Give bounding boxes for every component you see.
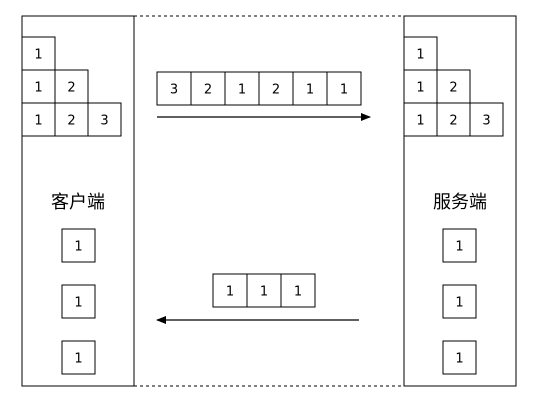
server-stack-cell-value: 1 — [416, 81, 424, 96]
top-message-cell-value: 3 — [170, 83, 178, 98]
top-message-cell: 1 — [292, 71, 328, 106]
server-single-boxes: 1 1 1 — [442, 228, 477, 375]
client-single-box-box — [61, 340, 96, 375]
client-stack-cell-value: 2 — [67, 81, 75, 96]
server-panel — [403, 15, 517, 387]
server-single-box: 1 — [442, 284, 477, 319]
server-stack-cell-value: 3 — [482, 114, 490, 129]
server-stack-cell-value: 1 — [416, 48, 424, 63]
client-stack-cell-box — [54, 69, 89, 104]
client-stack-cell-value: 2 — [67, 114, 75, 129]
server-stack-cell-box — [403, 36, 438, 71]
top-message-cell-box — [326, 71, 362, 106]
top-message-cell-box — [292, 71, 328, 106]
server-stack-cell-value: 2 — [449, 81, 457, 96]
client-stack-cell-box — [21, 102, 56, 137]
top-message-cell: 2 — [258, 71, 294, 106]
server-single-box-box — [442, 340, 477, 375]
bottom-message-cell: 1 — [280, 273, 316, 308]
top-message-cell-box — [156, 71, 192, 106]
client-single-box-value: 1 — [74, 240, 82, 255]
top-message-cell: 1 — [224, 71, 260, 106]
client-single-box-value: 1 — [74, 296, 82, 311]
client-stack-cell: 1 — [21, 36, 56, 71]
top-message-packet: 3 2 1 2 1 1 — [156, 71, 362, 106]
client-stack-cell: 3 — [87, 102, 122, 137]
client-single-box: 1 — [61, 228, 96, 263]
server-label: 服务端 — [433, 192, 487, 213]
client-packet-stack: 1 1 2 1 2 3 — [21, 36, 122, 137]
server-stack-cell: 2 — [436, 102, 471, 137]
client-panel — [21, 15, 135, 387]
client-stack-cell: 2 — [54, 69, 89, 104]
server-stack-cell-box — [436, 102, 471, 137]
client-stack-cell: 1 — [21, 102, 56, 137]
server-single-box: 1 — [442, 228, 477, 263]
top-message-cell-value: 1 — [238, 83, 246, 98]
top-message-cell-box — [258, 71, 294, 106]
top-message-cell-value: 2 — [272, 83, 280, 98]
top-message-cell-value: 2 — [204, 83, 212, 98]
server-stack-cell-box — [436, 69, 471, 104]
client-stack-cell-value: 1 — [34, 48, 42, 63]
server-stack-cell: 1 — [403, 102, 438, 137]
server-stack-cell-value: 2 — [449, 114, 457, 129]
server-stack-cell: 2 — [436, 69, 471, 104]
client-stack-cell: 1 — [21, 69, 56, 104]
client-single-box-box — [61, 284, 96, 319]
bottom-message-cell-box — [212, 273, 248, 308]
bottom-message-cell-value: 1 — [260, 285, 268, 300]
server-single-box-value: 1 — [455, 296, 463, 311]
server-stack-cell: 1 — [403, 36, 438, 71]
server-stack-cell-value: 1 — [416, 114, 424, 129]
client-stack-cell-box — [21, 36, 56, 71]
client-stack-cell-box — [54, 102, 89, 137]
server-stack-cell-box — [469, 102, 504, 137]
top-message-cell: 2 — [190, 71, 226, 106]
server-single-box-value: 1 — [455, 240, 463, 255]
server-single-box-box — [442, 228, 477, 263]
server-single-box-box — [442, 284, 477, 319]
server-stack-cell: 1 — [403, 69, 438, 104]
server-single-box-value: 1 — [455, 352, 463, 367]
bottom-message-cell: 1 — [212, 273, 248, 308]
client-single-box: 1 — [61, 340, 96, 375]
client-stack-cell-box — [87, 102, 122, 137]
server-single-box: 1 — [442, 340, 477, 375]
server-packet-stack: 1 1 2 1 2 3 — [403, 36, 504, 137]
client-stack-cell-value: 1 — [34, 81, 42, 96]
bottom-message-cell-value: 1 — [226, 285, 234, 300]
client-stack-cell-value: 3 — [100, 114, 108, 129]
client-single-box: 1 — [61, 284, 96, 319]
top-message-cell-value: 1 — [340, 83, 348, 98]
client-stack-cell: 2 — [54, 102, 89, 137]
bottom-message-cell-value: 1 — [294, 285, 302, 300]
client-single-box-box — [61, 228, 96, 263]
top-message-cell: 1 — [326, 71, 362, 106]
bottom-message-packet: 1 1 1 — [212, 273, 316, 308]
top-message-cell: 3 — [156, 71, 192, 106]
bottom-message-cell: 1 — [246, 273, 282, 308]
client-single-box-value: 1 — [74, 352, 82, 367]
client-label: 客户端 — [51, 192, 105, 213]
bottom-message-cell-box — [280, 273, 316, 308]
top-message-cell-value: 1 — [306, 83, 314, 98]
bottom-message-cell-box — [246, 273, 282, 308]
server-stack-cell: 3 — [469, 102, 504, 137]
client-single-boxes: 1 1 1 — [61, 228, 96, 375]
client-stack-cell-value: 1 — [34, 114, 42, 129]
